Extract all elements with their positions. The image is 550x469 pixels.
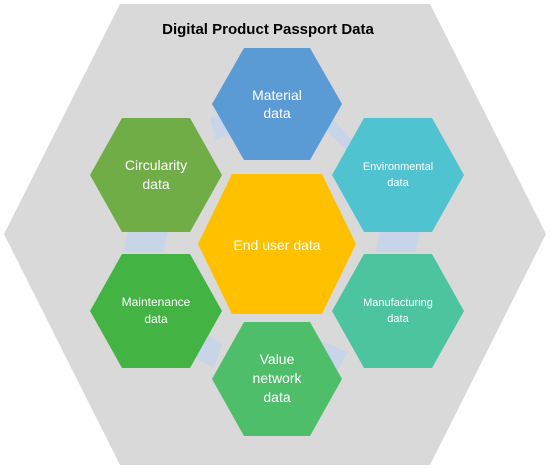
hex-environmental-shape — [332, 118, 464, 232]
diagram-title: Digital Product Passport Data — [162, 21, 374, 38]
hex-value-network-line1: Value — [260, 351, 295, 367]
hex-center: End user data — [198, 174, 356, 314]
hex-manufacturing-shape — [332, 254, 464, 368]
hex-environmental-line1: Environmental — [363, 161, 433, 173]
hex-maintenance: Maintenance data — [90, 254, 222, 368]
hex-circularity: Circularity data — [90, 118, 222, 232]
connector-environmental-manufacturing — [376, 230, 420, 252]
hex-material-line2: data — [263, 105, 290, 121]
hex-circularity-shape — [90, 118, 222, 232]
hex-circularity-line2: data — [142, 176, 169, 192]
hex-value-network-shape — [212, 322, 342, 436]
hex-material-shape — [212, 48, 342, 160]
hex-environmental: Environmental data — [332, 118, 464, 232]
hex-value-network: Value network data — [212, 322, 342, 436]
hex-manufacturing: Manufacturing data — [332, 254, 464, 368]
hex-value-network-line2: network — [252, 370, 302, 386]
hex-center-shape — [198, 174, 356, 314]
hex-maintenance-line2: data — [144, 312, 168, 326]
hex-value-network-line3: data — [263, 389, 290, 405]
hex-manufacturing-line2: data — [387, 313, 409, 325]
hex-circularity-line1: Circularity — [125, 157, 187, 173]
hex-maintenance-shape — [90, 254, 222, 368]
hex-maintenance-line1: Maintenance — [122, 295, 191, 309]
hex-manufacturing-line1: Manufacturing — [363, 297, 433, 309]
hex-material: Material data — [212, 48, 342, 160]
hex-center-label: End user data — [233, 237, 320, 253]
connector-maintenance-circularity — [124, 230, 168, 252]
hex-material-line1: Material — [252, 87, 302, 103]
hex-environmental-line2: data — [387, 177, 409, 189]
